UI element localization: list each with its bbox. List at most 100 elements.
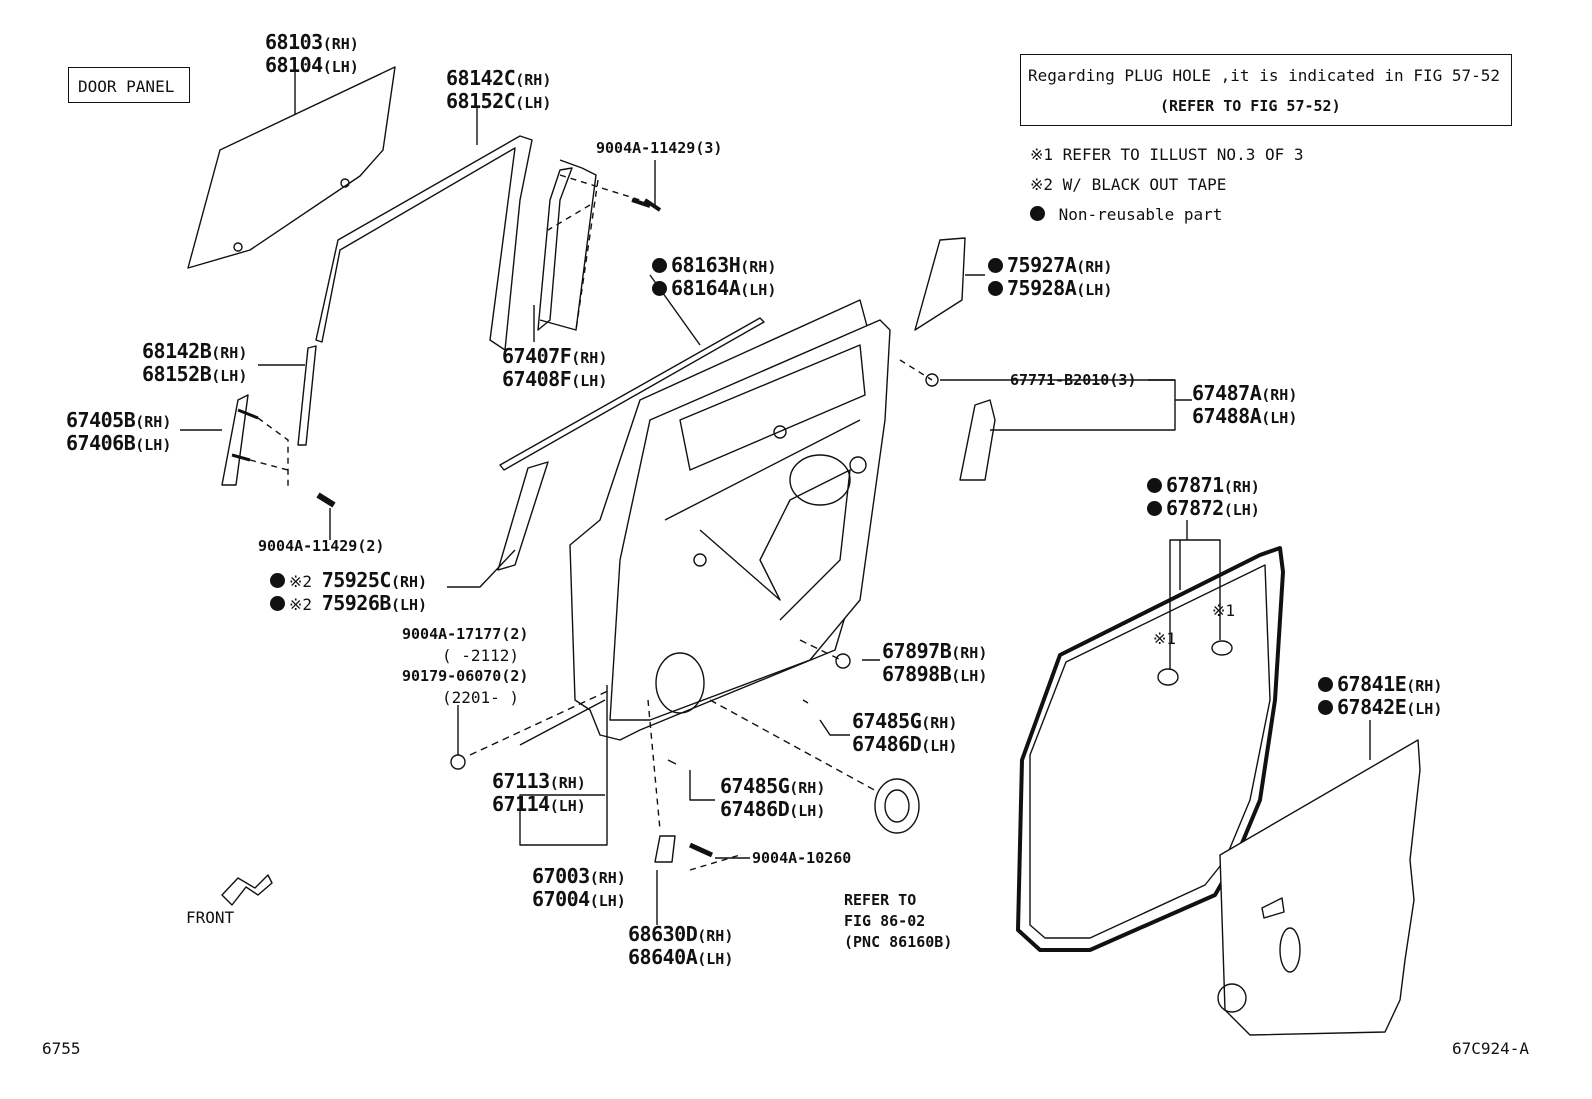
pn: 67114 — [492, 792, 550, 816]
side: (RH) — [390, 573, 428, 591]
callout-67897b[interactable]: 67897B(RH) 67898B(LH) — [882, 641, 987, 687]
pn: 68103 — [265, 30, 323, 54]
pn: 67407F — [502, 344, 572, 368]
side: (RH) — [211, 344, 248, 362]
note-2: ※2 W/ BLACK OUT TAPE — [1030, 175, 1227, 194]
pn: 67406B — [66, 431, 136, 455]
side: (RH) — [1076, 258, 1113, 276]
non-reusable-dot-icon — [988, 258, 1003, 273]
pn: 67897B — [882, 639, 952, 663]
pn: 67487A — [1192, 381, 1262, 405]
callout-67405b[interactable]: 67405B(RH) 67406B(LH) — [66, 410, 171, 456]
callout-speaker-ref[interactable]: REFER TO FIG 86-02 (PNC 86160B) — [844, 890, 952, 953]
callout-67485g-b[interactable]: 67485G(RH) 67486D(LH) — [720, 776, 825, 822]
non-reusable-dot-icon — [652, 281, 667, 296]
door-panel-label: DOOR PANEL — [78, 77, 175, 96]
callout-67485g-a[interactable]: 67485G(RH) 67486D(LH) — [852, 711, 957, 757]
side: (RH) — [697, 927, 734, 945]
mark-1-b: ※1 — [1212, 601, 1236, 620]
line: (2201- ) — [442, 688, 520, 707]
pn: 67003 — [532, 864, 590, 888]
note-1: ※1 REFER TO ILLUST NO.3 OF 3 — [1030, 145, 1304, 164]
line: 90179-06070(2) — [402, 667, 529, 685]
non-reusable-dot-icon — [270, 596, 285, 611]
pn: 67485G — [720, 774, 790, 798]
callout-67113[interactable]: 67113(RH) 67114(LH) — [492, 771, 586, 817]
side: (RH) — [135, 413, 172, 431]
callout-bolt-10260[interactable]: 9004A-10260 — [752, 849, 852, 867]
callout-67407f[interactable]: 67407F(RH) 67408F(LH) — [502, 346, 607, 392]
side: (LH) — [789, 802, 826, 820]
callout-68163h[interactable]: 68163H(RH) 68164A(LH) — [652, 255, 776, 301]
pn: 67898B — [882, 662, 952, 686]
side: (LH) — [951, 667, 988, 685]
plug-hole-note-box — [1020, 54, 1512, 126]
pn: 68164A — [671, 276, 741, 300]
callout-nut-group[interactable]: 9004A-17177(2) ( -2112) 90179-06070(2) (… — [402, 624, 528, 708]
non-reusable-dot-icon — [1030, 206, 1045, 221]
front-label: FRONT — [186, 908, 235, 927]
pn: 68142C — [446, 66, 516, 90]
refer-fig-note: (REFER TO FIG 57-52) — [1160, 97, 1341, 115]
pn: 68640A — [628, 945, 698, 969]
side: (RH) — [549, 774, 586, 792]
side: (LH) — [515, 94, 552, 112]
pn: 75925C — [321, 568, 392, 592]
line: REFER TO — [844, 891, 917, 909]
pn: 68142B — [142, 339, 212, 363]
side: (RH) — [1261, 386, 1298, 404]
non-reusable-dot-icon — [1147, 501, 1162, 516]
non-reusable-dot-icon — [652, 258, 667, 273]
pn: 67871 — [1166, 473, 1224, 497]
side: (RH) — [1223, 478, 1260, 496]
door-panel-box — [68, 67, 190, 103]
side: (RH) — [951, 644, 988, 662]
pn: 67113 — [492, 769, 550, 793]
non-reusable-dot-icon — [1318, 700, 1333, 715]
callout-67841e[interactable]: 67841E(RH) 67842E(LH) — [1318, 674, 1442, 720]
side: (LH) — [589, 892, 626, 910]
mark: ※2 — [289, 595, 313, 614]
plug-hole-note: Regarding PLUG HOLE ,it is indicated in … — [1028, 66, 1501, 85]
side: (LH) — [549, 797, 586, 815]
callout-75925c[interactable]: ※2 75925C(RH) ※2 75926B(LH) — [270, 570, 427, 616]
side: (LH) — [1406, 700, 1443, 718]
callout-68103[interactable]: 68103(RH) 68104(LH) — [265, 32, 359, 78]
side: (LH) — [1223, 501, 1260, 519]
pn: 67872 — [1166, 496, 1224, 520]
pn: 67841E — [1337, 672, 1407, 696]
pn: 68630D — [628, 922, 698, 946]
side: (RH) — [322, 35, 359, 53]
side: (LH) — [921, 737, 958, 755]
legend-non-reusable: Non-reusable part — [1030, 204, 1222, 225]
pn: 68152B — [142, 362, 212, 386]
callout-75927a[interactable]: 75927A(RH) 75928A(LH) — [988, 255, 1112, 301]
side: (LH) — [1076, 281, 1113, 299]
legend-text: Non-reusable part — [1058, 205, 1223, 224]
side: (LH) — [740, 281, 777, 299]
non-reusable-dot-icon — [988, 281, 1003, 296]
side: (RH) — [921, 714, 958, 732]
callout-68630d[interactable]: 68630D(RH) 68640A(LH) — [628, 924, 733, 970]
line: 9004A-17177(2) — [402, 625, 529, 643]
line: (PNC 86160B) — [844, 933, 953, 951]
callout-67487a[interactable]: 67487A(RH) 67488A(LH) — [1192, 383, 1297, 429]
side: (RH) — [589, 869, 626, 887]
pn: 67486D — [720, 797, 790, 821]
non-reusable-dot-icon — [270, 573, 285, 588]
line: ( -2112) — [442, 646, 520, 665]
pn: 68104 — [265, 53, 323, 77]
callout-bolt-2[interactable]: 9004A-11429(2) — [258, 537, 385, 555]
callout-clip-3[interactable]: 67771-B2010(3) — [1010, 371, 1137, 389]
side: (RH) — [1406, 677, 1443, 695]
side: (LH) — [390, 596, 428, 614]
callout-bolt-3[interactable]: 9004A-11429(3) — [596, 139, 723, 157]
pn: 67485G — [852, 709, 922, 733]
callout-67003[interactable]: 67003(RH) 67004(LH) — [532, 866, 626, 912]
side: (LH) — [571, 372, 608, 390]
callout-68142c[interactable]: 68142C(RH) 68152C(LH) — [446, 68, 551, 114]
callout-68142b[interactable]: 68142B(RH) 68152B(LH) — [142, 341, 247, 387]
callout-67871[interactable]: 67871(RH) 67872(LH) — [1147, 475, 1260, 521]
